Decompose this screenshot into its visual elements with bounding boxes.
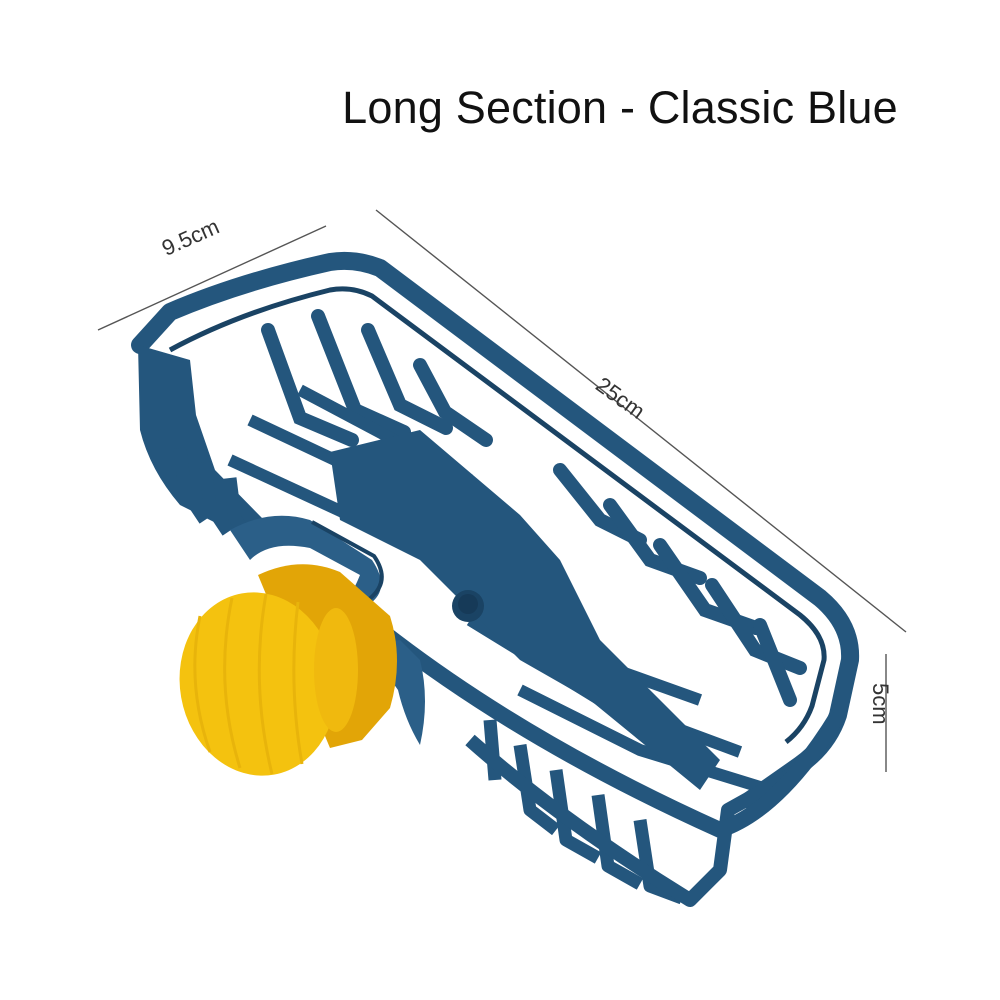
product-title: Long Section - Classic Blue [342, 82, 898, 133]
dimension-lines [97, 209, 907, 772]
height-dimension-label: 5cm [868, 683, 893, 725]
soap-basket [131, 251, 860, 907]
width-dimension-line [97, 225, 327, 331]
yellow-knob [179, 564, 397, 776]
length-dimension-line [375, 209, 907, 633]
center-spine [330, 430, 720, 790]
clamp-collar [230, 515, 425, 745]
